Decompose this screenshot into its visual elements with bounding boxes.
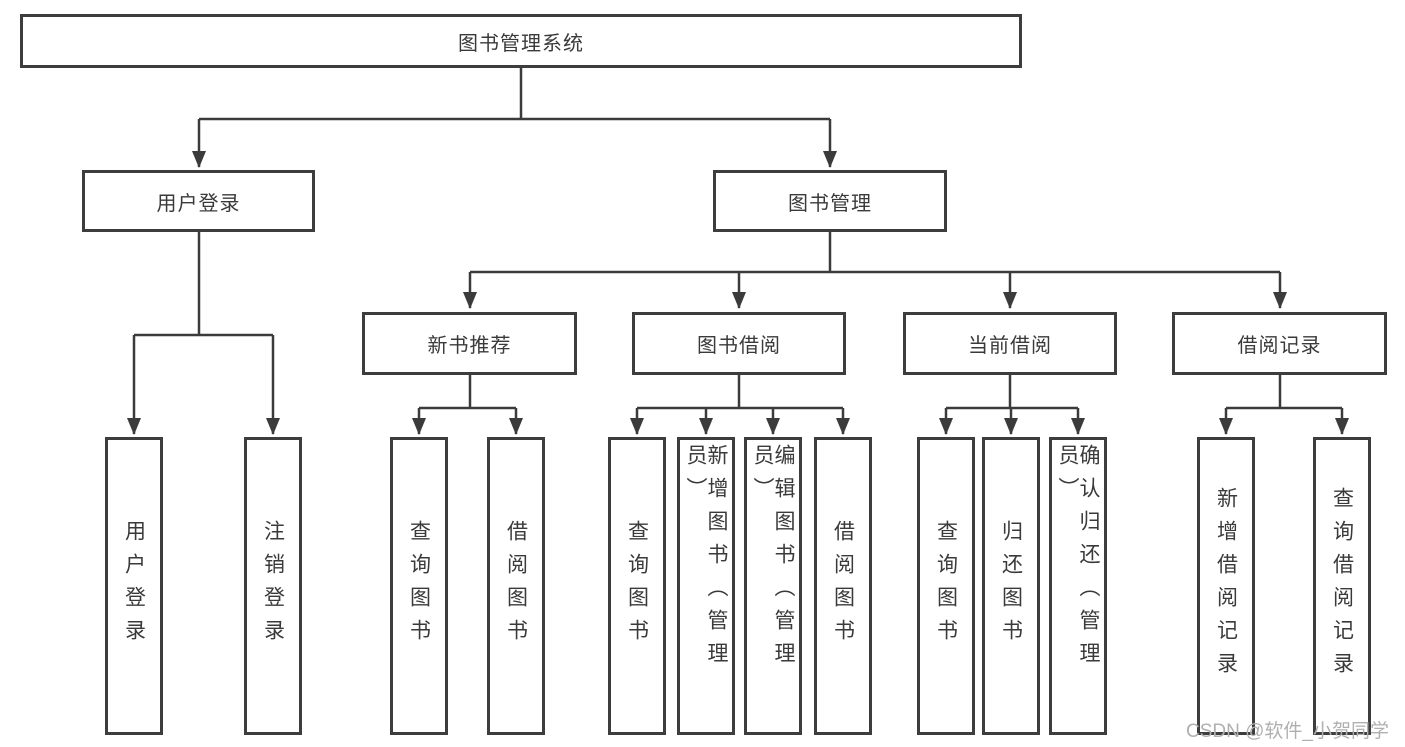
connector-root-stem [199,68,830,121]
leaf-borrow-books-borrowing: 借阅图书 [814,437,872,735]
node-user-login: 用户登录 [82,170,315,232]
node-root: 图书管理系统 [20,14,1022,68]
node-book-management: 图书管理 [713,170,947,232]
connector-new-books-stem [419,375,516,410]
leaf-query-books-newbooks: 查询图书 [390,437,448,735]
leaf-confirm-return-admin: 确认归还（管理员） [1049,437,1107,735]
connector-current-stem [946,375,1078,410]
connector-borrowing-stem [637,375,843,410]
leaf-edit-books-admin: 编辑图书（管理员） [744,437,802,735]
leaf-user-login: 用户登录 [105,437,163,735]
leaf-query-books-borrowing: 查询图书 [608,437,666,735]
leaf-query-books-current: 查询图书 [917,437,975,735]
leaf-logout: 注销登录 [244,437,302,735]
leaf-query-borrow-record: 查询借阅记录 [1313,437,1371,735]
leaf-add-borrow-record: 新增借阅记录 [1197,437,1255,735]
node-book-borrowing: 图书借阅 [632,312,846,375]
node-current-borrowing: 当前借阅 [903,312,1117,375]
leaf-borrow-books-newbooks: 借阅图书 [487,437,545,735]
leaf-return-books: 归还图书 [982,437,1040,735]
connector-book-mgmt-stem [470,232,1280,274]
csdn-watermark: CSDN @软件_小贺同学 [1186,721,1389,742]
connector-records-stem [1226,375,1342,410]
connector-user-login-stem [134,232,273,337]
node-new-book-recommend: 新书推荐 [362,312,577,375]
node-borrowing-records: 借阅记录 [1172,312,1387,375]
leaf-add-books-admin: 新增图书（管理员） [677,437,735,735]
